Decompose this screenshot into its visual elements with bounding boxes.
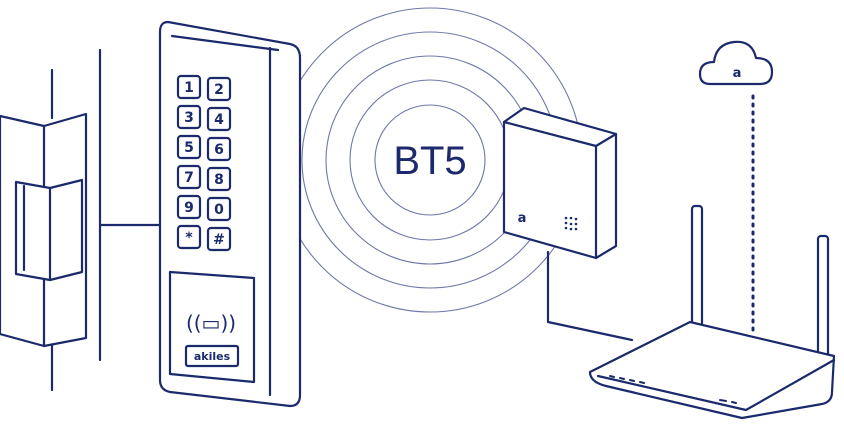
wifi-router	[588, 204, 836, 420]
keypad-key: 3	[176, 104, 202, 130]
keypad-key: *	[176, 224, 202, 250]
keypad-key-cap	[206, 106, 232, 132]
keypad-key: 8	[206, 166, 232, 192]
door-strike	[0, 48, 102, 392]
keypad-key: 2	[206, 76, 232, 102]
keypad-key-label: 0	[214, 202, 224, 218]
keypad-key-label: 5	[184, 140, 194, 156]
brand-plate	[184, 344, 240, 368]
keypad-key-label: 7	[184, 170, 194, 186]
keypad-key: #	[206, 226, 232, 252]
keypad-key: 7	[176, 164, 202, 190]
hub-logo-icon: a	[518, 211, 527, 226]
cloud-logo-icon: a	[733, 66, 742, 81]
keypad-key-label: 8	[214, 172, 224, 188]
keypad-key: 6	[206, 136, 232, 162]
keypad-key-cap	[176, 164, 202, 190]
keypad-key-cap	[206, 76, 232, 102]
bluetooth-hub: a	[502, 106, 618, 260]
keypad-key-cap	[176, 134, 202, 160]
keypad-key-label: 9	[184, 200, 194, 216]
keypad-key-cap	[176, 224, 202, 250]
keypad-key-cap	[176, 104, 202, 130]
keypad-key: 5	[176, 134, 202, 160]
keypad-key-cap	[206, 196, 232, 222]
hub-speaker-grille	[564, 216, 578, 231]
keypad-key-cap	[206, 166, 232, 192]
keypad-key-cap	[176, 194, 202, 220]
keypad-key-label: 3	[184, 110, 194, 126]
keypad-key: 4	[206, 106, 232, 132]
keypad-key-cap	[176, 74, 202, 100]
keypad-key-cap	[206, 226, 232, 252]
hub-router-cable	[546, 250, 634, 342]
keypad-key-label: 1	[184, 80, 194, 96]
keypad-key-cap	[206, 136, 232, 162]
keypad-key: 0	[206, 196, 232, 222]
keypad-key-label: *	[185, 230, 193, 246]
brand-label: akiles	[194, 350, 231, 363]
bt5-label: BT5	[393, 139, 466, 183]
cloud-lock-icon: a	[698, 40, 774, 86]
keypad-keys: 1 2 3 4 5 6 7 8 9 0 * #	[176, 74, 232, 252]
keypad-key: 1	[176, 74, 202, 100]
rfid-icon: ((▭))	[186, 311, 236, 335]
keypad-device: 1 2 3 4 5 6 7 8 9 0 * # ((▭)) akiles	[158, 20, 302, 408]
keypad-key-label: 2	[214, 82, 224, 98]
keypad-key-label: #	[213, 232, 225, 248]
keypad-key: 9	[176, 194, 202, 220]
keypad-key-label: 6	[214, 142, 224, 158]
keypad-key-label: 4	[214, 112, 224, 128]
router-status-leds	[609, 375, 737, 404]
